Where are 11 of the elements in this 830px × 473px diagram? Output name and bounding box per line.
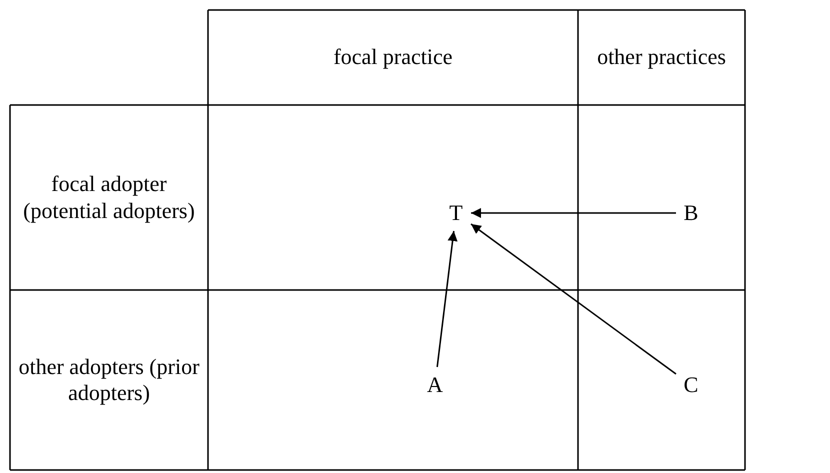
node-letter: C <box>679 370 703 400</box>
column-header: other practices <box>597 44 726 71</box>
arrow <box>471 208 676 218</box>
node-letter: T <box>444 198 468 228</box>
row-header: other adopters (prior adopters) <box>18 354 200 406</box>
arrow <box>470 223 676 375</box>
node-letter: B <box>679 198 703 228</box>
column-header: focal practice <box>333 44 453 71</box>
arrow <box>436 230 458 368</box>
node-letter: A <box>423 370 447 400</box>
row-header: focal adopter (potential adopters) <box>22 171 196 224</box>
